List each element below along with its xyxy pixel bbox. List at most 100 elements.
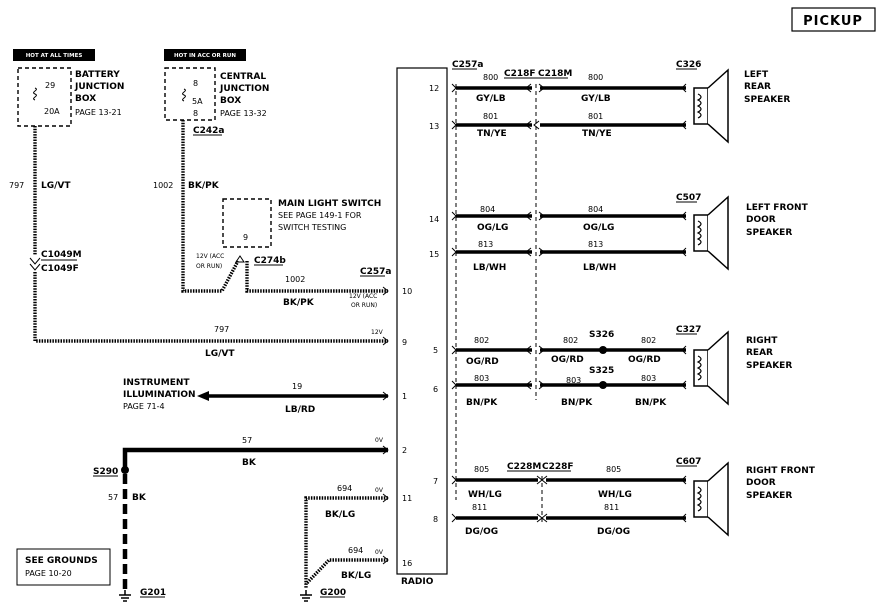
central-fuse-bottom: 8: [193, 109, 198, 118]
r805b-color: WH/LG: [598, 490, 632, 500]
c228f-label: C228F: [542, 462, 574, 472]
radio-0v-b: 0V: [375, 487, 384, 494]
battery-fuse-number: 29: [45, 81, 55, 90]
radio-pin-13: 13: [429, 122, 439, 131]
radio-pin-10: 10: [402, 287, 412, 296]
battery-box-page: PAGE 13-21: [75, 108, 122, 117]
w694b-color: BK/LG: [341, 571, 371, 581]
radio-pin-14: 14: [429, 215, 439, 224]
r800b-num: 800: [588, 73, 603, 82]
radio-pin-2: 2: [402, 446, 407, 455]
radio-pin-9: 9: [402, 338, 407, 347]
r804b-color: OG/LG: [583, 223, 614, 233]
r800a-num: 800: [483, 73, 498, 82]
r803c-color: BN/PK: [635, 398, 667, 408]
w57-down-num: 57: [108, 493, 118, 502]
r803c-num: 803: [641, 374, 656, 383]
central-box-page: PAGE 13-32: [220, 109, 267, 118]
switch-line1: MAIN LIGHT SWITCH: [278, 199, 381, 209]
radio-pin-16: 16: [402, 559, 412, 568]
central-box-line2: JUNCTION: [219, 84, 269, 94]
c218m-label: C218M: [538, 69, 572, 79]
r811a-num: 811: [472, 503, 487, 512]
w694b-num: 694: [348, 546, 363, 555]
r802a-color: OG/RD: [466, 357, 499, 367]
w797-mid-num: 797: [214, 325, 229, 334]
r803b-num: 803: [566, 376, 581, 385]
wire-19: 19 LB/RD INSTRUMENT ILLUMINATION PAGE 71…: [123, 378, 388, 415]
rr-speaker-line2: REAR: [746, 348, 773, 358]
g200-label: G200: [320, 588, 346, 598]
radio-label: RADIO: [401, 577, 434, 587]
lr-speaker-line1: LEFT: [744, 70, 769, 80]
w694a-num: 694: [337, 484, 352, 493]
r800b-color: GY/LB: [581, 94, 611, 104]
central-junction-box: 8 5A 8 CENTRAL JUNCTION BOX PAGE 13-32: [164, 67, 269, 121]
radio-pin-11: 11: [402, 494, 412, 503]
r804a-color: OG/LG: [477, 223, 508, 233]
radio-12v: 12V: [371, 329, 384, 336]
rf-speaker-line3: SPEAKER: [746, 491, 792, 501]
wire-694-ground: 694 BK/LG 694 BK/LG G200: [299, 484, 388, 602]
c326-label: C326: [676, 60, 701, 70]
radio-pin-1: 1: [402, 392, 407, 401]
r801a-num: 801: [483, 112, 498, 121]
r811a-color: DG/OG: [465, 527, 498, 537]
battery-junction-box: 29 20A BATTERY JUNCTION BOX PAGE 13-21: [17, 67, 124, 127]
central-fuse-amp: 5A: [192, 97, 203, 106]
w19-color: LB/RD: [285, 405, 315, 415]
r813a-color: LB/WH: [473, 263, 506, 273]
w57-color: BK: [242, 458, 257, 468]
wire-797-battery: 797 LG/VT C1049M C1049F 797 LG/VT: [9, 126, 388, 359]
r805b-num: 805: [606, 465, 621, 474]
w1002-right-color: BK/PK: [283, 298, 315, 308]
w797-mid-color: LG/VT: [205, 349, 235, 359]
s325-label: S325: [589, 366, 614, 376]
rf-speaker-line2: DOOR: [746, 478, 776, 488]
radio-pin-15: 15: [429, 250, 439, 259]
radio-unit: RADIO 10 9 1 2 11 16 12 13 14 15 5 6 7 8…: [349, 67, 448, 587]
wire-1002: C242a 1002 BK/PK 1002 BK/PK C274b 12V (A…: [153, 120, 388, 308]
radio-right-pins: 12 13 14 15 5 6 7 8: [429, 84, 439, 524]
r813b-color: LB/WH: [583, 263, 616, 273]
radio-0v-a: 0V: [375, 437, 384, 444]
central-fuse-top: 8: [193, 79, 198, 88]
page-title: PICKUP: [803, 14, 863, 29]
rf-speaker-line1: RIGHT FRONT: [746, 466, 816, 476]
r802a-num: 802: [474, 336, 489, 345]
c218f-label: C218F: [504, 69, 536, 79]
r804b-num: 804: [588, 205, 603, 214]
central-box-line1: CENTRAL: [220, 72, 266, 82]
right-front-speaker-circuit: 805 WH/LG 805 WH/LG 811 DG/OG 811 DG/OG …: [456, 457, 816, 537]
c228m-label: C228M: [507, 462, 541, 472]
battery-box-line1: BATTERY: [75, 70, 120, 80]
radio-pin-7: 7: [433, 477, 438, 486]
lf-speaker-line2: DOOR: [746, 215, 776, 225]
c507-label: C507: [676, 193, 701, 203]
r800a-color: GY/LB: [476, 94, 506, 104]
r813a-num: 813: [478, 240, 493, 249]
r801b-color: TN/YE: [582, 129, 612, 139]
r801a-color: TN/YE: [477, 129, 507, 139]
g201-label: G201: [140, 588, 166, 598]
r803a-num: 803: [474, 374, 489, 383]
instrument-page: PAGE 71-4: [123, 402, 165, 411]
w57-down-color: BK: [132, 493, 147, 503]
instrument-line1: INSTRUMENT: [123, 378, 190, 388]
w1002-left-color: BK/PK: [188, 181, 220, 191]
c242a-label: C242a: [193, 126, 224, 136]
switch-line3: SWITCH TESTING: [278, 223, 346, 232]
r804a-num: 804: [480, 205, 495, 214]
c274b-label: C274b: [254, 256, 286, 266]
battery-fuse-amp: 20A: [44, 107, 60, 116]
radio-pin-12: 12: [429, 84, 439, 93]
switch-line2: SEE PAGE 149-1 FOR: [278, 211, 362, 220]
r805a-num: 805: [474, 465, 489, 474]
r802c-color: OG/RD: [628, 355, 661, 365]
s326-label: S326: [589, 330, 614, 340]
main-light-switch: 9 MAIN LIGHT SWITCH SEE PAGE 149-1 FOR S…: [222, 198, 381, 263]
c327-label: C327: [676, 325, 701, 335]
hot-in-acc-tag: HOT IN ACC OR RUN: [164, 49, 246, 61]
w57-num: 57: [242, 436, 252, 445]
